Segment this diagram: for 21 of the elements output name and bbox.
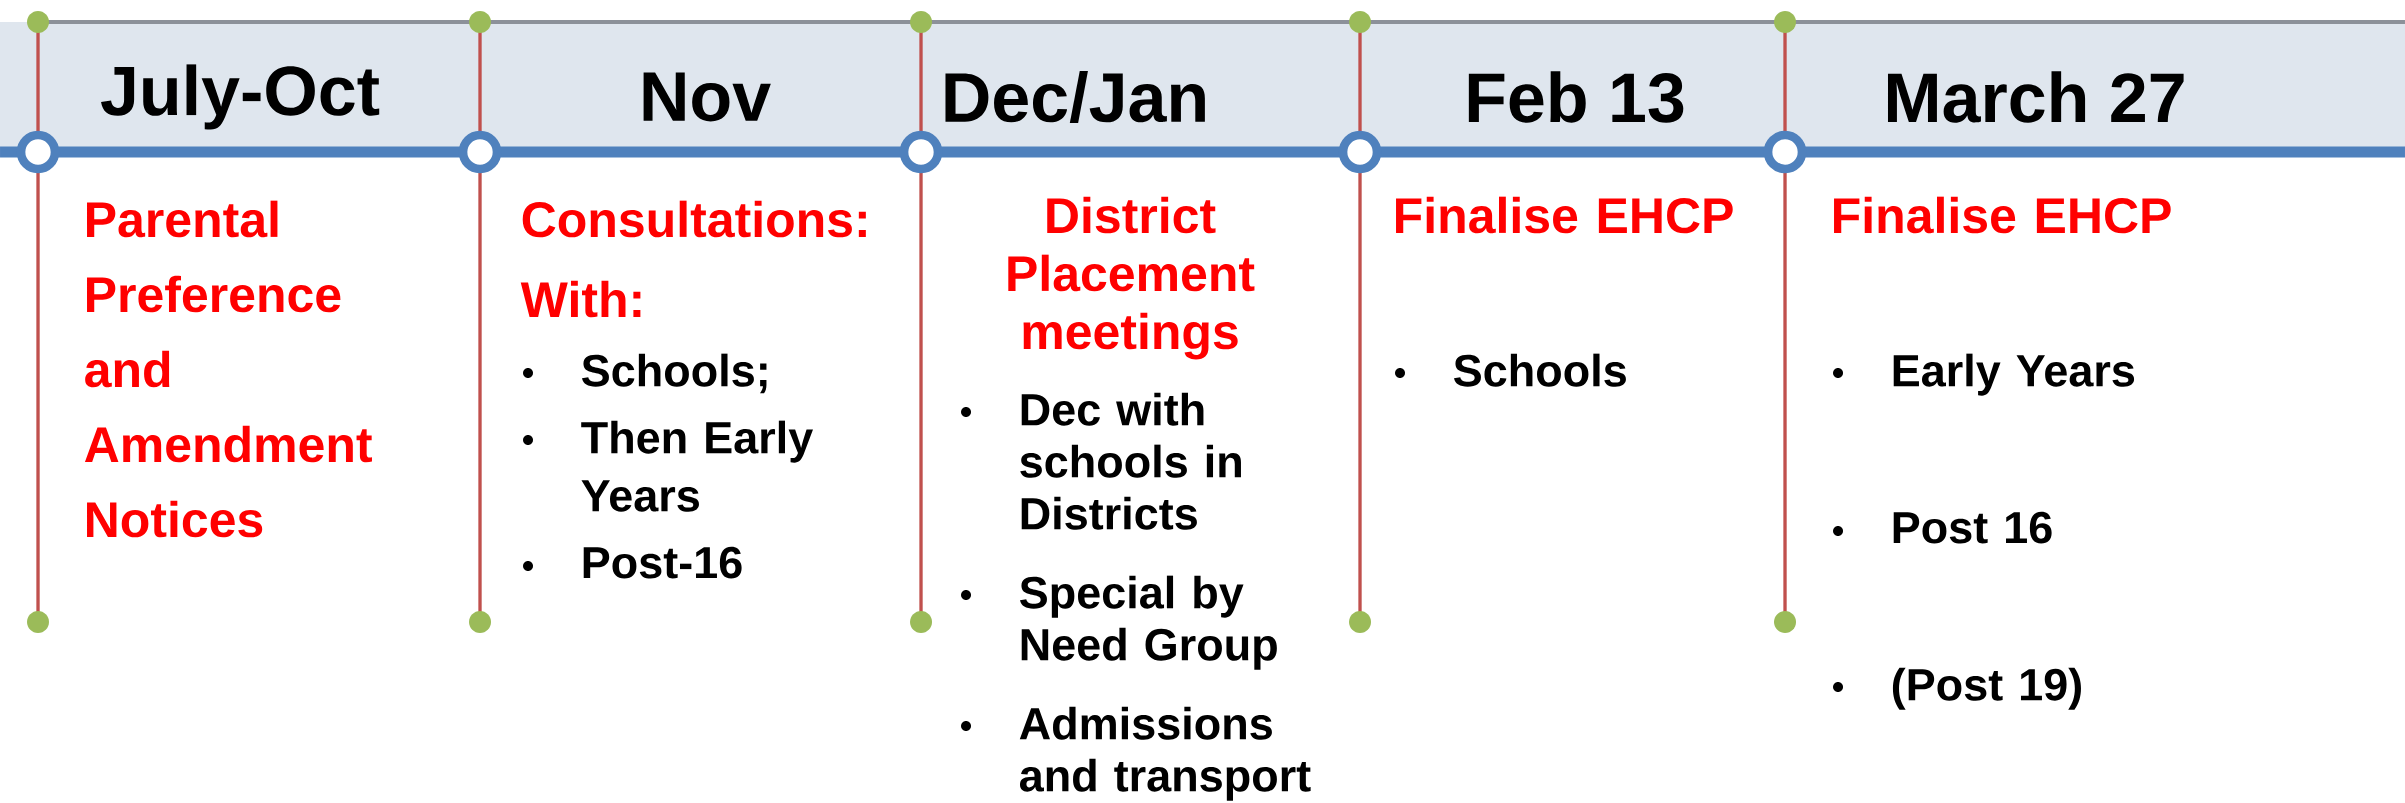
bullet-item: (Post 19) [1833,667,2081,710]
heading-text: With: [520,280,641,318]
bullet-item: Post 16 [1833,511,2052,544]
heading-text: District Placement meetings [1008,196,1255,360]
heading-text: Finalise EHCP [1834,196,2171,234]
bullet-item: Early Years [1833,353,2135,396]
date-label: Dec/Jan [945,70,1205,124]
heading-text: Consultations: [522,200,866,238]
heading-text: Parental Preference and Amendment Notices [84,200,372,538]
bullet-item: Admissions and transport [961,706,1311,801]
bullet-item: Special by Need Group [961,575,1277,670]
bullet-item: Then Early Years [523,420,813,512]
bullet-item: Dec with schools in Districts [961,392,1241,530]
bullet-item: Post-16 [523,546,742,579]
heading-text: Finalise EHCP [1396,196,1733,234]
date-label: Nov [643,72,771,122]
bullet-item: Schools; [523,353,767,394]
date-label: March 27 [1888,71,2184,123]
date-label: July-Oct [101,64,380,130]
bullet-item: Schools [1395,353,1626,387]
date-label: Feb 13 [1468,71,1684,123]
